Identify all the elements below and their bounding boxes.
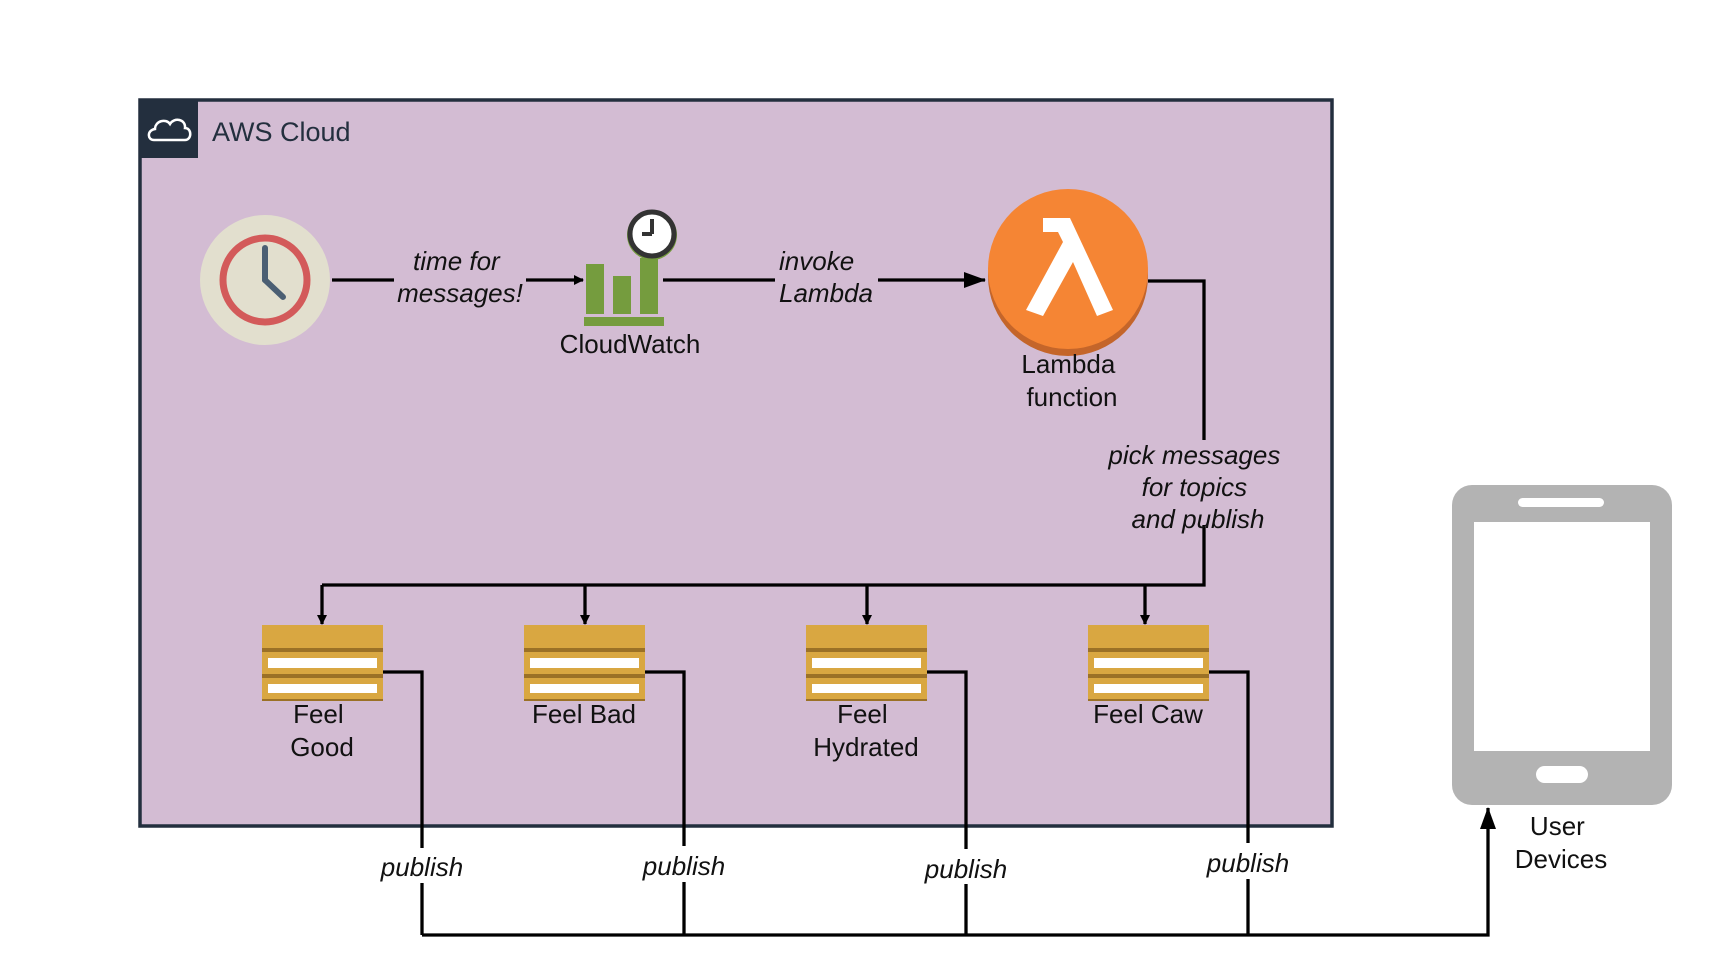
topic-feel-hydrated: Feel Hydrated [806,625,927,762]
edge-label-publish: publish [1206,848,1289,878]
edge-label-time-for-messages: time for messages! [397,246,523,308]
clock-icon [200,215,330,345]
cloudwatch-label: CloudWatch [560,329,701,359]
cloudwatch-icon [584,209,677,326]
edge-label-invoke-lambda: invoke Lambda [779,246,873,308]
lambda-icon [988,189,1148,356]
topic-label: Feel Bad [532,699,636,729]
edge-pick-messages: pick messages for topics and publish [317,279,1287,625]
cloud-icon [147,118,192,142]
edge-invoke-lambda: invoke Lambda [663,246,986,308]
topic-label: Feel Hydrated [813,699,919,762]
topic-feel-bad: Feel Bad [524,625,645,729]
edge-time-for-messages: time for messages! [332,246,584,308]
edge-label-publish: publish [380,852,463,882]
edge-label-publish: publish [642,851,725,881]
edge-label-pick-messages: pick messages for topics and publish [1107,440,1287,534]
topic-feel-good: Feel Good [262,625,383,762]
lambda-label: Lambda function [1021,349,1122,412]
mobile-phone-icon [1452,485,1672,805]
edge-label-publish: publish [924,854,1007,884]
topic-label: Feel Caw [1093,699,1203,729]
user-devices-label: User Devices [1515,811,1607,874]
topic-feel-caw: Feel Caw [1088,625,1209,729]
aws-cloud-boundary [138,98,1334,828]
aws-cloud-title: AWS Cloud [212,117,351,147]
sns-topic-icon [806,625,927,701]
aws-cloud-group: AWS Cloud [138,98,1334,828]
topic-label: Feel Good [290,699,354,762]
edge-publish: publish publish publish publish [380,670,1496,937]
sns-topic-icon [524,625,645,701]
sns-topic-icon [262,625,383,701]
sns-topic-icon [1088,625,1209,701]
